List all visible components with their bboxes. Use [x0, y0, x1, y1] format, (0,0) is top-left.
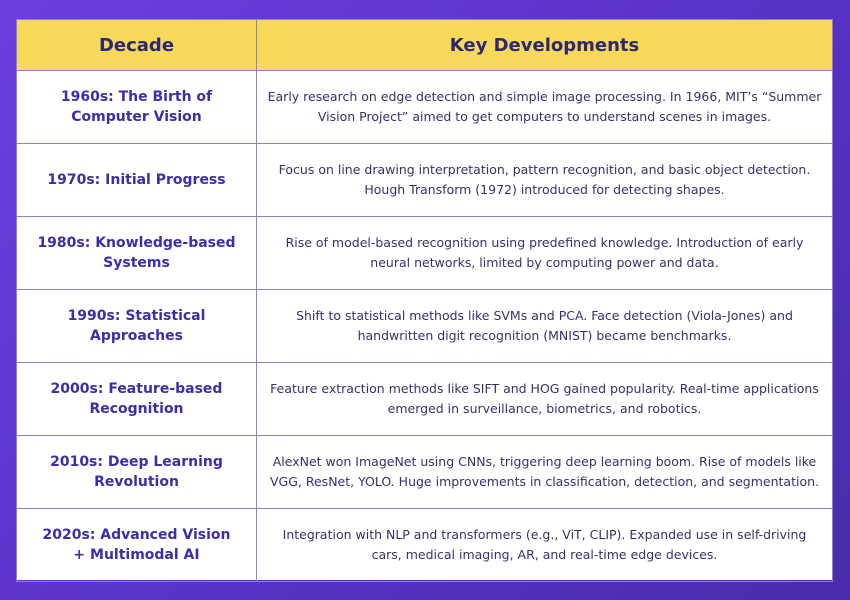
developments-cell: Focus on line drawing interpretation, pa…: [256, 143, 833, 217]
decade-cell: 1960s: The Birth of Computer Vision: [16, 70, 257, 144]
table-row: 2020s: Advanced Vision + Multimodal AI I…: [16, 508, 833, 582]
table-row: 1990s: Statistical Approaches Shift to s…: [16, 289, 833, 363]
developments-cell: AlexNet won ImageNet using CNNs, trigger…: [256, 435, 833, 509]
header-key-developments: Key Developments: [256, 19, 833, 71]
table-header-row: Decade Key Developments: [16, 19, 833, 71]
table-row: 1980s: Knowledge-based Systems Rise of m…: [16, 216, 833, 290]
cv-history-table: Decade Key Developments 1960s: The Birth…: [16, 19, 833, 582]
decade-cell: 1980s: Knowledge-based Systems: [16, 216, 257, 290]
developments-cell: Integration with NLP and transformers (e…: [256, 508, 833, 582]
header-decade: Decade: [16, 19, 257, 71]
table-row: 2010s: Deep Learning Revolution AlexNet …: [16, 435, 833, 509]
table-row: 1970s: Initial Progress Focus on line dr…: [16, 143, 833, 217]
table-row: 1960s: The Birth of Computer Vision Earl…: [16, 70, 833, 144]
developments-cell: Rise of model-based recognition using pr…: [256, 216, 833, 290]
decade-cell: 1970s: Initial Progress: [16, 143, 257, 217]
developments-cell: Feature extraction methods like SIFT and…: [256, 362, 833, 436]
timeline-table-card: Decade Key Developments 1960s: The Birth…: [16, 19, 833, 582]
table-row: 2000s: Feature-based Recognition Feature…: [16, 362, 833, 436]
developments-cell: Shift to statistical methods like SVMs a…: [256, 289, 833, 363]
developments-cell: Early research on edge detection and sim…: [256, 70, 833, 144]
decade-cell: 2000s: Feature-based Recognition: [16, 362, 257, 436]
decade-cell: 2010s: Deep Learning Revolution: [16, 435, 257, 509]
decade-cell: 1990s: Statistical Approaches: [16, 289, 257, 363]
decade-cell: 2020s: Advanced Vision + Multimodal AI: [16, 508, 257, 582]
